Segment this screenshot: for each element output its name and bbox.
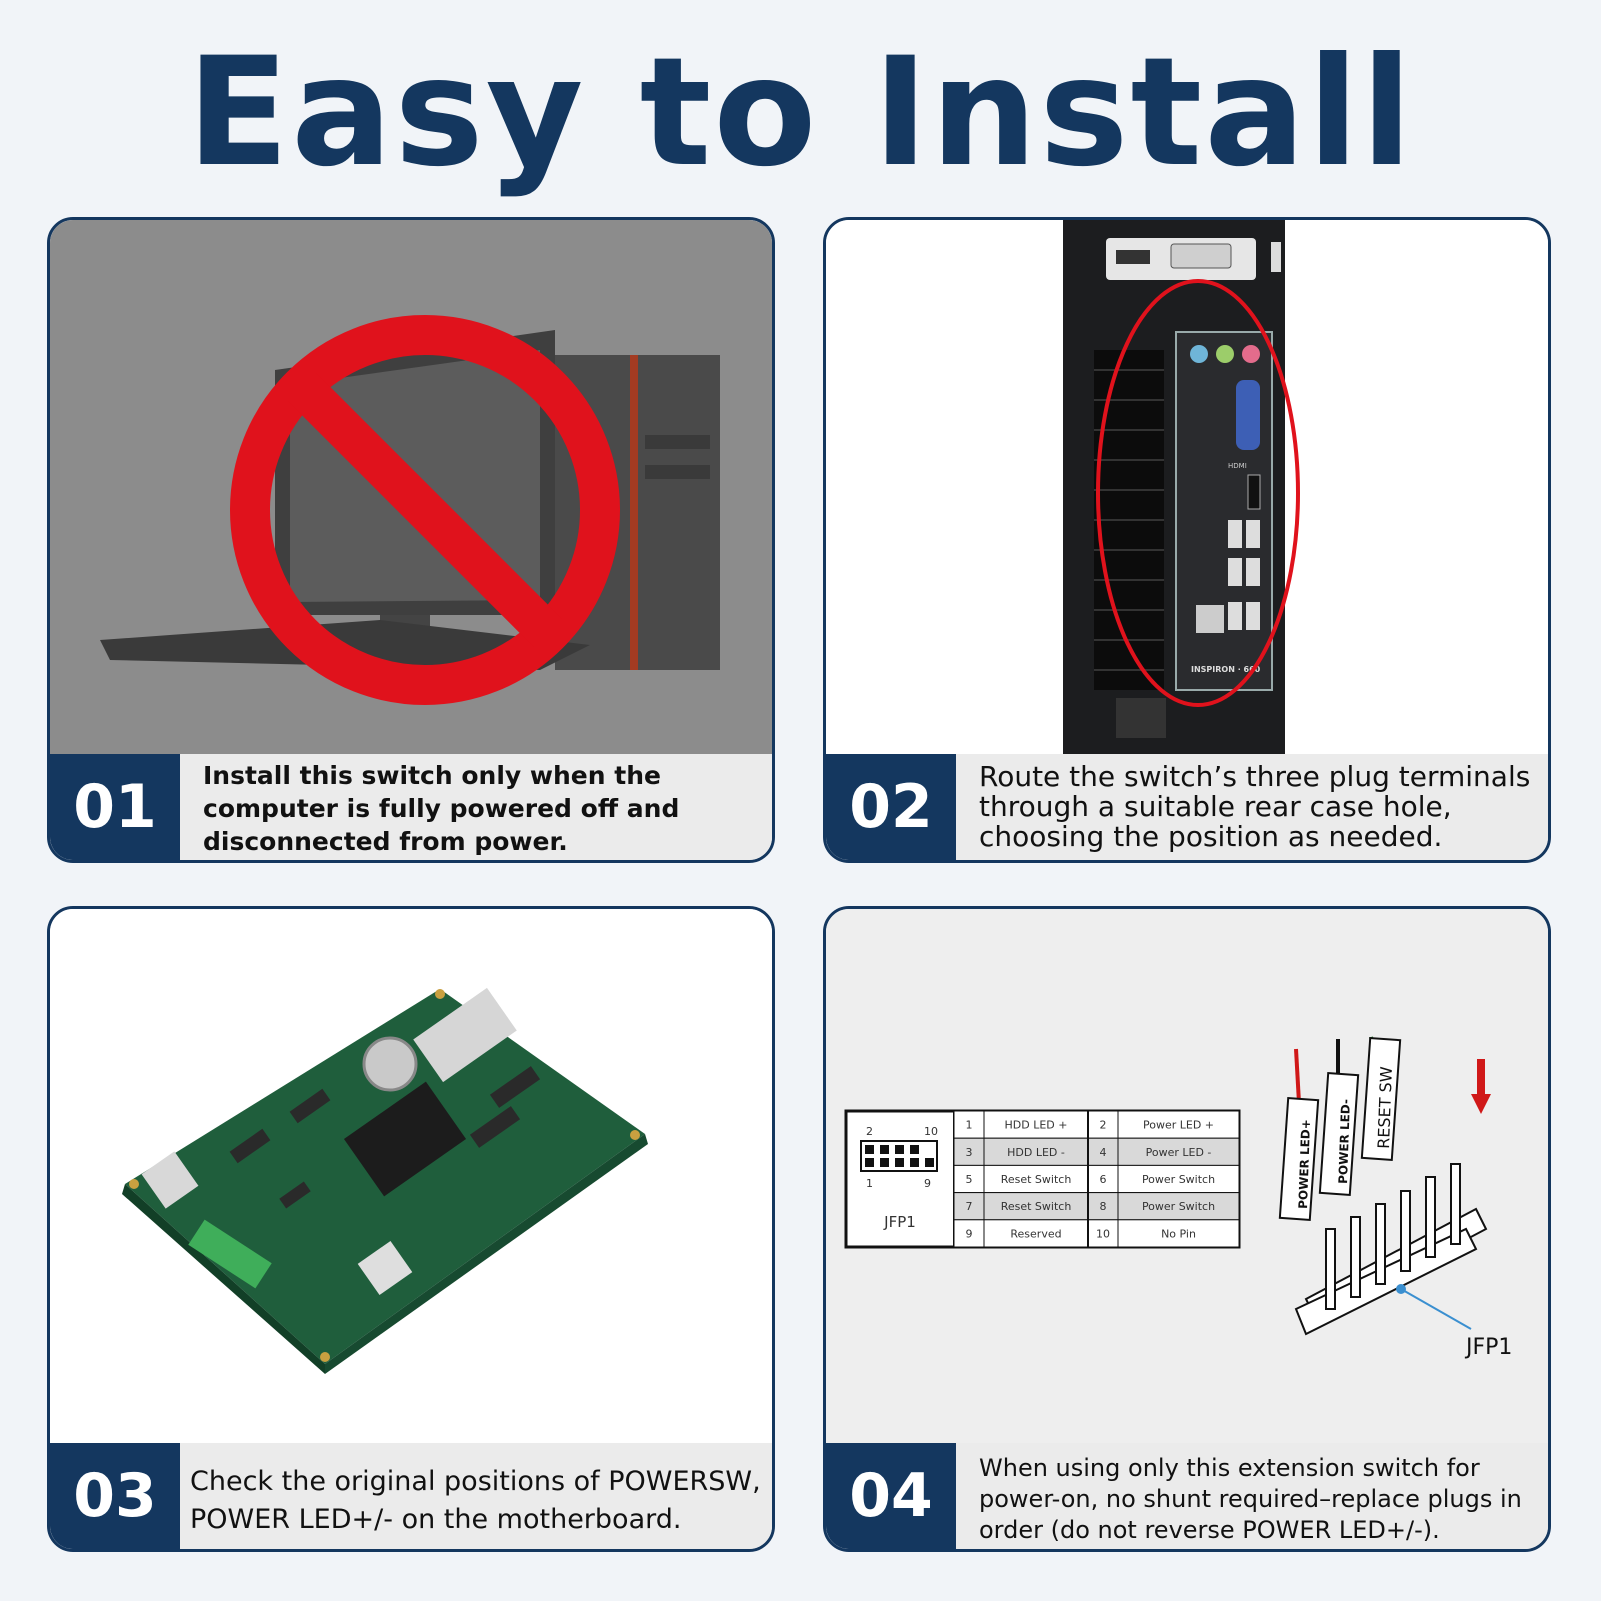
pin-table: 1 HDD LED + 2 Power LED + 3 HDD LED - 4 Power L…	[953, 1110, 1240, 1248]
table-cell: 4	[1100, 1146, 1107, 1159]
step-caption: 03 Check the original positions of POWER…	[50, 1443, 772, 1549]
table-cell: Power Switch	[1142, 1200, 1215, 1213]
table-cell: HDD LED -	[1007, 1146, 1065, 1159]
step-card-3: 03 Check the original positions of POWER…	[47, 906, 775, 1552]
jfp1-diagram: 2 10 1 9 JFP1 1 HDD LED + 2 Power LED + 3 HDD…	[826, 909, 1548, 1443]
hdmi-label: HDMI	[1228, 462, 1247, 470]
step-text: Check the original positions of POWERSW,…	[190, 1466, 761, 1535]
table-cell: Reset Switch	[1001, 1173, 1072, 1186]
highlight-ellipse	[1096, 279, 1300, 707]
step-caption: 01 Install this switch only when the com…	[50, 754, 772, 860]
step-number: 03	[50, 1443, 180, 1549]
table-cell: Power LED -	[1146, 1146, 1212, 1159]
motherboard-image	[50, 909, 772, 1443]
plug-label: RESET SW	[1374, 1066, 1396, 1149]
header-name: JFP1	[883, 1213, 916, 1231]
table-cell: 9	[966, 1227, 973, 1240]
step-caption: 02 Route the switch’s three plug termina…	[826, 754, 1548, 860]
table-cell: 10	[1096, 1227, 1110, 1240]
step-card-4: 2 10 1 9 JFP1 1 HDD LED + 2 Power LED + 3 HDD…	[823, 906, 1551, 1552]
table-cell: 1	[966, 1119, 973, 1132]
step-text: When using only this extension switch fo…	[979, 1454, 1522, 1544]
desktop-prohibited-image	[50, 220, 772, 754]
pin-label: 2	[866, 1125, 873, 1138]
pc-rear-image: HDMI INSPIRON · 660	[826, 220, 1548, 754]
table-cell: Power LED +	[1143, 1119, 1214, 1132]
prohibit-icon	[230, 315, 620, 705]
pin-label: 9	[924, 1177, 931, 1190]
table-cell: 6	[1100, 1173, 1107, 1186]
step-number: 04	[826, 1443, 956, 1549]
step-text: Route the switch’s three plug terminals …	[979, 760, 1531, 853]
table-cell: No Pin	[1161, 1227, 1196, 1240]
connector-label: JFP1	[1464, 1335, 1512, 1360]
table-cell: 7	[966, 1200, 973, 1213]
table-cell: Reset Switch	[1001, 1200, 1072, 1213]
plug-label: POWER LED-	[1336, 1099, 1353, 1184]
table-cell: 8	[1100, 1200, 1107, 1213]
step-text: Install this switch only when the comput…	[203, 761, 680, 856]
table-cell: 2	[1100, 1119, 1107, 1132]
plug-label: POWER LED+	[1296, 1119, 1313, 1209]
step-card-2: HDMI INSPIRON · 660 02 Route the switch’…	[823, 217, 1551, 863]
step-caption: 04 When using only this extension switch…	[826, 1443, 1548, 1549]
table-row	[953, 1192, 1240, 1221]
step-card-1: 01 Install this switch only when the com…	[47, 217, 775, 863]
table-cell: Reserved	[1010, 1227, 1061, 1240]
page-title: Easy to Install	[186, 26, 1415, 200]
table-cell: Power Switch	[1142, 1173, 1215, 1186]
table-row	[953, 1164, 1240, 1194]
table-row	[953, 1219, 1240, 1248]
table-cell: HDD LED +	[1005, 1119, 1068, 1132]
step-number: 01	[50, 754, 180, 860]
step-number: 02	[826, 754, 956, 860]
table-cell: 3	[966, 1146, 973, 1159]
model-label: INSPIRON · 660	[1191, 665, 1261, 674]
table-row	[953, 1110, 1240, 1139]
pin-label: 1	[866, 1177, 873, 1190]
pin-label: 10	[924, 1125, 938, 1138]
table-cell: 5	[966, 1173, 973, 1186]
table-row	[953, 1137, 1240, 1166]
